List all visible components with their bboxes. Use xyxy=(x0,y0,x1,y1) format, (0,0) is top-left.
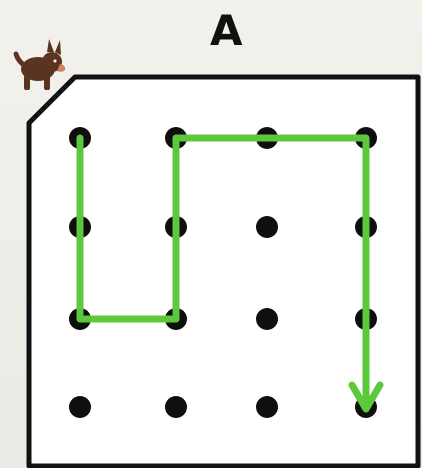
grid-dot xyxy=(69,396,91,418)
grid-dot xyxy=(256,308,278,330)
grid-dot xyxy=(256,396,278,418)
grid-dot xyxy=(256,216,278,238)
grid-dot xyxy=(165,396,187,418)
